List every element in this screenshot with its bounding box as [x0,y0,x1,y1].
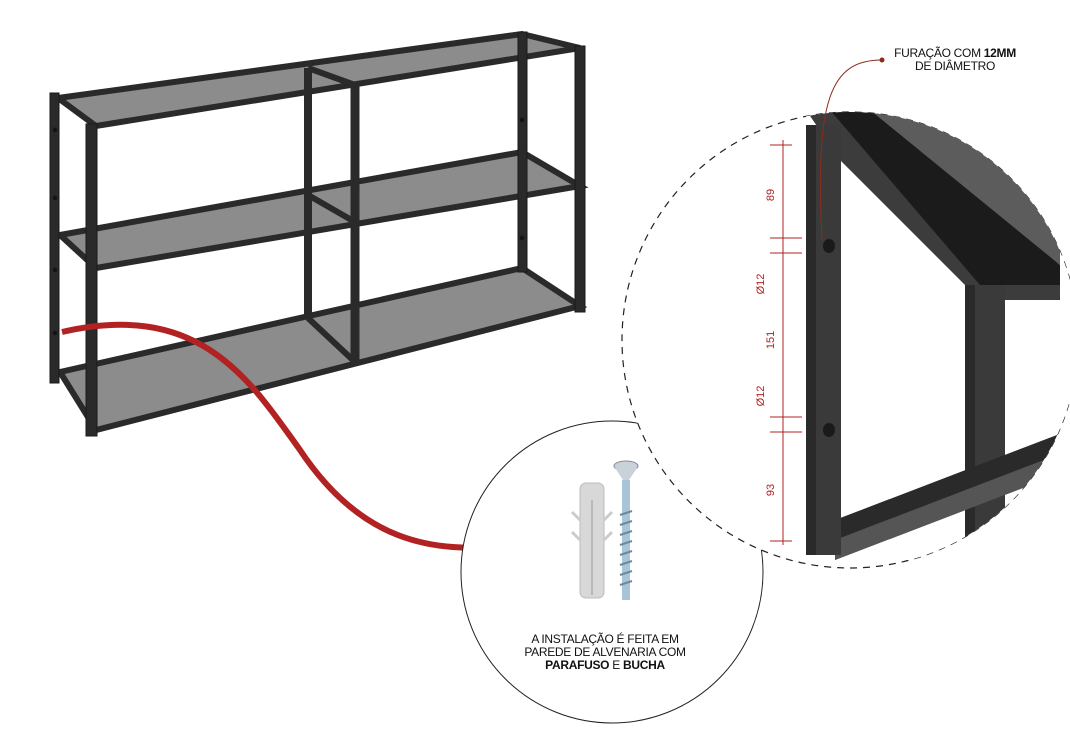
frame-detail [806,112,1070,560]
dim-hole2: Ø12 [755,386,767,407]
dim-hole1: Ø12 [755,274,767,295]
post-front-right [574,45,586,313]
middle-shelf-glass [53,148,589,272]
screw-icon [613,460,639,600]
hole-bottom [823,423,835,437]
post-back-left [49,92,60,384]
top-shelf-glass [50,30,581,130]
post-front-left [85,123,98,437]
curved-arrow [61,321,513,551]
hole-top [823,239,835,253]
dim-top: 89 [765,189,777,201]
bottom-shelf-glass [55,264,588,434]
post-back-right [517,31,528,273]
shelf-unit [49,30,589,437]
install-callout: A INSTALAÇÃO É FEITA EM PAREDE DE ALVENA… [524,632,686,672]
holes-callout: FURAÇÃO COM 12MM DE DIÂMETRO [894,46,1016,73]
dim-bottom: 93 [765,484,777,496]
wall-plug-icon [570,482,614,599]
wall-holes [52,117,525,336]
dim-middle: 151 [765,331,777,349]
dimension-lines [770,140,802,545]
callout-leader [819,59,883,241]
